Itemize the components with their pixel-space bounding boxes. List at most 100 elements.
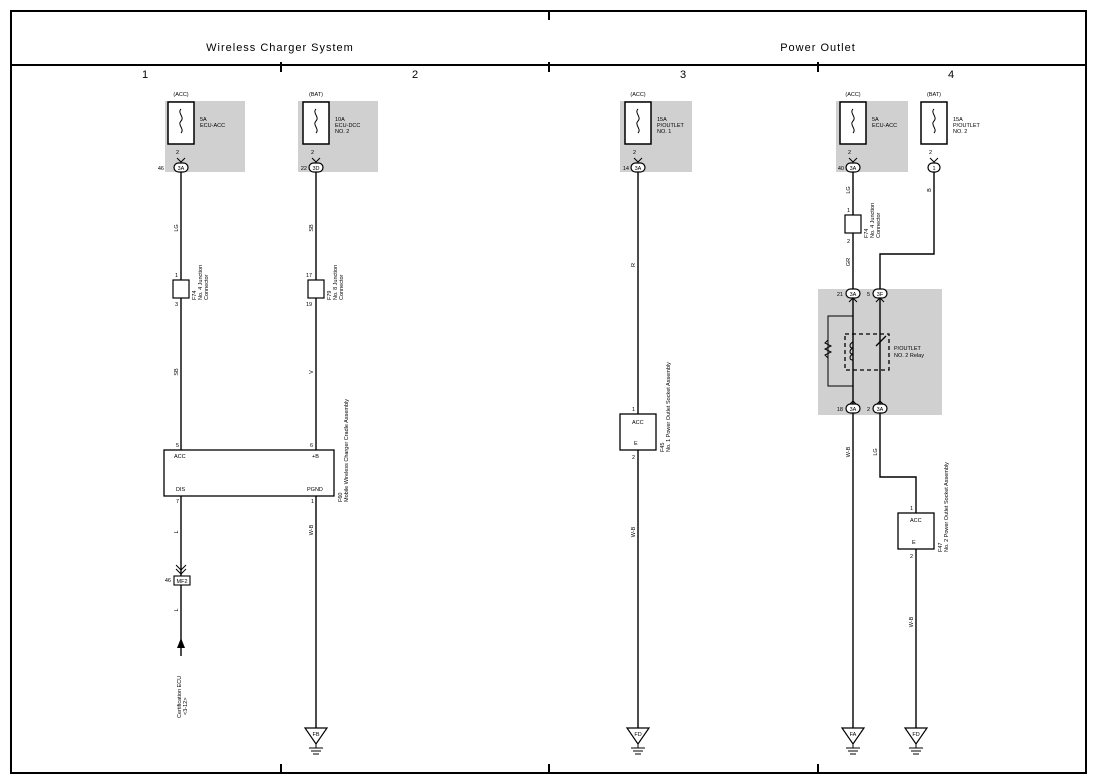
svg-text:PGND: PGND bbox=[307, 487, 323, 493]
svg-text:W-B: W-B bbox=[909, 616, 915, 627]
circuit-column-1: LG 1 3 F74 No. 4 Junction Connector SB 5… bbox=[165, 172, 210, 718]
fuse-icon bbox=[851, 108, 855, 134]
wireless-charger-cradle: ACC +B DIS PGND F60 Mobile Wireless Char… bbox=[163, 399, 350, 502]
svg-text:LG: LG bbox=[846, 186, 852, 193]
svg-text:14: 14 bbox=[623, 166, 629, 172]
fuse-ecu-acc-1: (ACC) 5A ECU-ACC 2 46 3A bbox=[158, 92, 245, 173]
svg-text:19: 19 bbox=[306, 302, 312, 308]
svg-text:40: 40 bbox=[838, 166, 844, 172]
svg-text:NO. 2: NO. 2 bbox=[335, 129, 349, 135]
svg-text:NO. 2 Relay: NO. 2 Relay bbox=[894, 353, 924, 359]
svg-text:W-B: W-B bbox=[631, 526, 637, 537]
svg-text:P/OUTLET: P/OUTLET bbox=[953, 123, 981, 129]
svg-text:6: 6 bbox=[310, 443, 313, 449]
svg-text:(BAT): (BAT) bbox=[927, 92, 941, 98]
ground-fd-1: FD bbox=[625, 727, 651, 755]
svg-text:3A: 3A bbox=[850, 407, 857, 413]
svg-text:No. 8 Junction: No. 8 Junction bbox=[333, 265, 339, 300]
svg-text:1: 1 bbox=[632, 407, 635, 413]
svg-text:LG: LG bbox=[174, 224, 180, 231]
svg-text:46: 46 bbox=[158, 166, 164, 172]
svg-text:17: 17 bbox=[306, 273, 312, 279]
svg-text:SB: SB bbox=[174, 368, 180, 376]
circuit-column-2: SB 17 19 F79 No. 8 Junction Connector V … bbox=[306, 172, 345, 728]
svg-text:1: 1 bbox=[910, 506, 913, 512]
svg-text:MF2: MF2 bbox=[177, 579, 188, 585]
svg-text:No. 4 Junction: No. 4 Junction bbox=[198, 265, 204, 300]
svg-text:ECU-ACC: ECU-ACC bbox=[872, 123, 897, 129]
svg-text:No. 4 Junction: No. 4 Junction bbox=[870, 203, 876, 238]
junction-connector-f74-b bbox=[844, 214, 862, 234]
svg-text:Connector: Connector bbox=[339, 274, 345, 300]
svg-text:2: 2 bbox=[910, 554, 913, 560]
svg-text:F74: F74 bbox=[864, 229, 870, 238]
svg-text:1: 1 bbox=[311, 499, 314, 505]
svg-text:V: V bbox=[309, 370, 315, 374]
svg-text:F79: F79 bbox=[327, 291, 333, 300]
ecu-label: Certification ECU bbox=[177, 676, 183, 718]
svg-text:(ACC): (ACC) bbox=[845, 92, 860, 98]
svg-text:15A: 15A bbox=[657, 117, 667, 123]
svg-text:L: L bbox=[174, 530, 180, 533]
svg-text:No. 1 Power Outlet Socket Asse: No. 1 Power Outlet Socket Assembly bbox=[666, 362, 672, 452]
svg-text:ACC: ACC bbox=[632, 420, 644, 426]
svg-text:18: 18 bbox=[837, 407, 843, 413]
column-number-4: 4 bbox=[948, 69, 954, 81]
section-title-wireless: Wireless Charger System bbox=[206, 42, 354, 54]
circuit-column-3: R 1 ACC E F45 No. 1 Power Outlet Socket … bbox=[619, 172, 672, 728]
svg-text:2: 2 bbox=[848, 150, 851, 156]
svg-text:ACC: ACC bbox=[910, 518, 922, 524]
svg-text:Connector: Connector bbox=[876, 212, 882, 238]
svg-text:F47: F47 bbox=[938, 543, 944, 552]
fuse-ecu-acc-4: (ACC) 5A ECU-ACC 2 40 3A bbox=[836, 92, 908, 173]
svg-text:NO. 1: NO. 1 bbox=[657, 129, 671, 135]
svg-text:F60: F60 bbox=[338, 493, 344, 502]
svg-text:2: 2 bbox=[311, 150, 314, 156]
column-number-2: 2 bbox=[412, 69, 418, 81]
svg-text:B: B bbox=[927, 188, 933, 192]
column-number-1: 1 bbox=[142, 69, 148, 81]
svg-text:Mobile Wireless Charger Cradle: Mobile Wireless Charger Cradle Assembly bbox=[344, 399, 350, 502]
svg-text:3: 3 bbox=[175, 302, 178, 308]
ground-icon bbox=[846, 744, 860, 755]
svg-text:3F: 3F bbox=[877, 292, 884, 298]
svg-text:W-B: W-B bbox=[846, 446, 852, 457]
svg-text:10A: 10A bbox=[335, 117, 345, 123]
svg-text:FA: FA bbox=[850, 732, 857, 738]
svg-text:3A: 3A bbox=[850, 292, 857, 298]
svg-text:No. 2 Power Outlet Socket Asse: No. 2 Power Outlet Socket Assembly bbox=[944, 462, 950, 552]
svg-text:P/OUTLET: P/OUTLET bbox=[894, 346, 922, 352]
svg-text:3A: 3A bbox=[178, 166, 185, 172]
svg-text:ECU-ACC: ECU-ACC bbox=[200, 123, 225, 129]
svg-text:5: 5 bbox=[176, 443, 179, 449]
ground-icon bbox=[909, 744, 923, 755]
svg-text:NO. 2: NO. 2 bbox=[953, 129, 967, 135]
svg-text:FB: FB bbox=[312, 732, 319, 738]
svg-text:2: 2 bbox=[929, 150, 932, 156]
svg-text:FD: FD bbox=[634, 732, 641, 738]
svg-text:2: 2 bbox=[867, 407, 870, 413]
section-title-power-outlet: Power Outlet bbox=[780, 42, 856, 54]
svg-text:21: 21 bbox=[837, 292, 843, 298]
svg-text:3D: 3D bbox=[312, 166, 319, 172]
svg-text:(BAT): (BAT) bbox=[309, 92, 323, 98]
svg-text:2: 2 bbox=[632, 455, 635, 461]
svg-text:3A: 3A bbox=[877, 407, 884, 413]
svg-text:F45: F45 bbox=[660, 443, 666, 452]
svg-text:GR: GR bbox=[846, 258, 852, 266]
fuse-icon bbox=[636, 108, 640, 134]
svg-text:5: 5 bbox=[867, 292, 870, 298]
svg-text:7: 7 bbox=[176, 499, 179, 505]
svg-text:(ACC): (ACC) bbox=[630, 92, 645, 98]
svg-text:LG: LG bbox=[873, 448, 879, 455]
junction-connector-f74 bbox=[172, 279, 190, 299]
svg-text:+B: +B bbox=[312, 454, 319, 460]
svg-text:5A: 5A bbox=[872, 117, 879, 123]
svg-text:F74: F74 bbox=[192, 291, 198, 300]
svg-text:5A: 5A bbox=[200, 117, 207, 123]
junction-connector-f79 bbox=[307, 279, 325, 299]
svg-text:E: E bbox=[634, 441, 638, 447]
ground-fa: FA bbox=[840, 727, 866, 755]
fuse-ecu-dcc-2: (BAT) 10A ECU-DCC NO. 2 2 22 3D bbox=[298, 92, 378, 173]
